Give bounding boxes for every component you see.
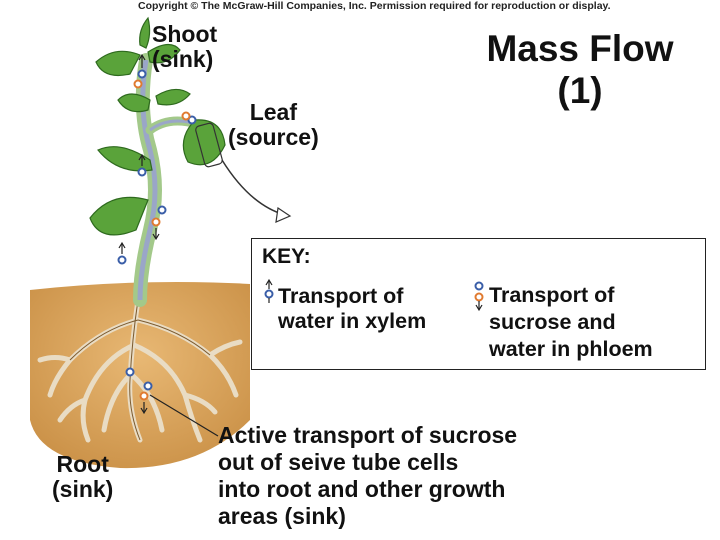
root-label-line-1: Root bbox=[56, 451, 109, 477]
shoot-label-line-2: (sink) bbox=[152, 46, 214, 72]
diagram-title: Mass Flow (1) bbox=[455, 28, 705, 112]
root-label: Root (sink) bbox=[52, 452, 113, 502]
phloem-key-symbol bbox=[474, 281, 484, 312]
leaf-label-line-2: (source) bbox=[228, 124, 319, 150]
title-line-2: (1) bbox=[557, 70, 603, 111]
leaf-label: Leaf (source) bbox=[228, 100, 319, 150]
callout-arrow bbox=[221, 159, 286, 216]
active-transport-line-3: into root and other growth bbox=[218, 476, 506, 502]
shoot-label-line-1: Shoot bbox=[152, 21, 218, 47]
title-line-1: Mass Flow bbox=[486, 28, 674, 69]
active-transport-line-2: out of seive tube cells bbox=[218, 449, 459, 475]
key-symbols bbox=[264, 278, 484, 312]
leaf-source bbox=[182, 119, 226, 166]
key-title: KEY: bbox=[262, 245, 311, 268]
leaf-label-line-1: Leaf bbox=[249, 99, 298, 125]
key-xylem-text: Transport of water in xylem bbox=[278, 284, 426, 334]
root-label-line-2: (sink) bbox=[52, 476, 114, 502]
key-phloem-text: Transport of sucrose and water in phloem bbox=[489, 282, 653, 363]
key-phloem-line-1: Transport of bbox=[489, 283, 615, 307]
sucrose-markers bbox=[133, 79, 191, 401]
key-xylem-line-1: Transport of bbox=[278, 284, 404, 308]
active-transport-line-4: areas (sink) bbox=[218, 503, 346, 529]
copyright-notice: Copyright © The McGraw-Hill Companies, I… bbox=[138, 0, 611, 12]
water-markers bbox=[117, 69, 197, 391]
xylem-key-symbol bbox=[264, 278, 274, 303]
active-transport-line-1: Active transport of sucrose bbox=[218, 422, 518, 448]
key-phloem-line-3: water in phloem bbox=[489, 337, 653, 361]
key-phloem-line-2: sucrose and bbox=[489, 310, 616, 334]
active-transport-label: Active transport of sucrose out of seive… bbox=[218, 422, 517, 530]
shoot-label: Shoot (sink) bbox=[152, 22, 217, 72]
active-transport-pointer bbox=[149, 394, 219, 437]
key-xylem-line-2: water in xylem bbox=[278, 309, 427, 333]
key-box: KEY: Transport of water in xylem Transpo… bbox=[251, 238, 706, 370]
leaves bbox=[89, 16, 226, 236]
